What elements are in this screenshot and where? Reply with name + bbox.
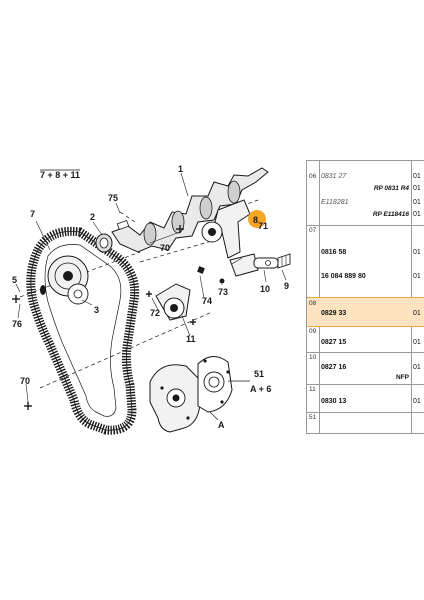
label-72[interactable]: 72	[150, 308, 160, 318]
ref-qty: 01	[413, 339, 421, 346]
ref-note: RP E118416	[372, 211, 409, 218]
belt-inner	[44, 244, 122, 417]
label-1[interactable]: 1	[178, 164, 183, 174]
ref-note: RP 0831 R4	[373, 185, 409, 192]
tensioner-pulley	[155, 283, 191, 321]
group-10[interactable]: 10 0827 16 01 NFP	[307, 352, 424, 385]
timing-belt	[26, 226, 140, 435]
group-07[interactable]: 07 0816 58 01 16 084 889 80 01	[307, 225, 424, 298]
tensioner-assembly	[197, 199, 291, 284]
group-51[interactable]: 51	[307, 412, 424, 433]
part-labels: 1 2 3 5 7 8 9 10 11 51 A + 6 70 70 71 72…	[12, 164, 289, 430]
group-06[interactable]: 06 0831 27 01 RP 0831 R4 01 E118281 01 R…	[307, 171, 424, 226]
highlight-part-8[interactable]	[248, 210, 266, 228]
label-71[interactable]: 71	[258, 221, 268, 231]
ref-code: 0830 13	[321, 398, 347, 405]
ref-code: 0827 16	[321, 364, 347, 371]
ref-code: E118281	[321, 199, 349, 206]
label-8[interactable]: 8	[253, 215, 258, 225]
label-75[interactable]: 75	[108, 193, 118, 203]
ref-qty: 01	[413, 199, 421, 206]
group-08[interactable]: 08 0829 33 01	[307, 297, 424, 327]
camshaft	[111, 167, 269, 253]
label-3[interactable]: 3	[94, 305, 99, 315]
label-76[interactable]: 76	[12, 319, 22, 329]
screw-marks	[12, 225, 196, 410]
label-a[interactable]: A	[218, 420, 225, 430]
label-2[interactable]: 2	[90, 212, 95, 222]
group-id: 10	[309, 354, 317, 361]
label-11[interactable]: 11	[186, 334, 196, 344]
label-10[interactable]: 10	[260, 284, 270, 294]
group-reference-text: 7 + 8 + 11	[40, 170, 80, 180]
belt-outer-edge	[30, 231, 136, 431]
group-11[interactable]: 11 0830 13 01	[307, 384, 424, 413]
label-70-bottom[interactable]: 70	[20, 376, 30, 386]
label-9[interactable]: 9	[284, 281, 289, 291]
oil-seal	[95, 233, 113, 253]
ref-qty: 01	[413, 173, 421, 180]
group-id: 07	[309, 227, 317, 234]
ref-code: 0816 58	[321, 249, 347, 256]
ref-code: 0829 33	[321, 310, 347, 317]
ref-note: NFP	[396, 374, 409, 381]
ref-qty: 01	[413, 211, 421, 218]
ref-qty: 01	[413, 398, 421, 405]
group-id: 08	[309, 300, 317, 307]
reference-table: 06 0831 27 01 RP 0831 R4 01 E118281 01 R…	[306, 160, 424, 434]
ref-code: 0831 27	[321, 173, 347, 180]
ref-qty: 01	[413, 273, 421, 280]
ref-qty: 01	[413, 249, 421, 256]
bolt-5	[40, 285, 46, 295]
group-reference: 7 + 8 + 11	[40, 169, 80, 180]
label-73[interactable]: 73	[218, 287, 228, 297]
group-id: 06	[309, 173, 317, 180]
label-7[interactable]: 7	[30, 209, 35, 219]
label-74[interactable]: 74	[202, 296, 212, 306]
ref-qty: 01	[413, 364, 421, 371]
label-51[interactable]: 51	[254, 369, 264, 379]
group-id: 09	[309, 328, 317, 335]
group-id: 51	[309, 414, 317, 421]
ref-code: 0827 15	[321, 339, 347, 346]
label-70-top[interactable]: 70	[160, 243, 170, 253]
ref-qty: 01	[413, 310, 421, 317]
ref-code: 16 084 889 80	[321, 273, 366, 280]
idler-pulley	[67, 283, 89, 305]
label-5[interactable]: 5	[12, 275, 17, 285]
group-09[interactable]: 09 0827 15 01	[307, 326, 424, 353]
nut-73	[197, 266, 205, 274]
label-51-sub: A + 6	[250, 384, 271, 394]
water-pump	[149, 356, 233, 433]
ref-qty: 01	[413, 185, 421, 192]
group-id: 11	[309, 386, 316, 393]
